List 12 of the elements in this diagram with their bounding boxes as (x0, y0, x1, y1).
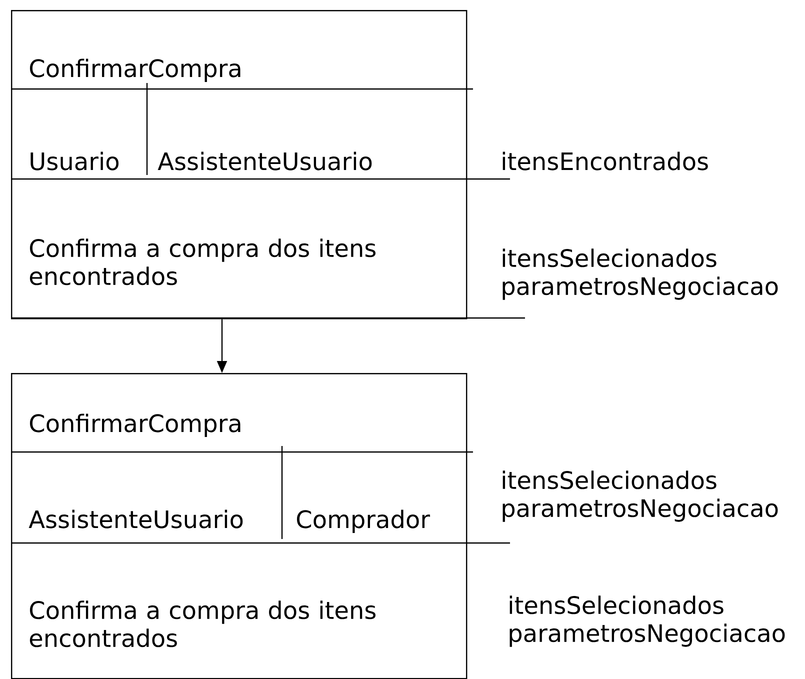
actor-label: AssistenteUsuario (158, 152, 372, 170)
description-text: Confirma a compra dos itens encontrados (30, 600, 376, 648)
box-title: ConfirmarCompra (30, 58, 240, 82)
side-note: itensSelecionados parametrosNegociacao (502, 248, 778, 300)
description-text: Confirma a compra dos itens encontrados (30, 238, 376, 286)
actor-label: AssistenteUsuario (28, 510, 243, 528)
box-title: ConfirmarCompra (30, 414, 240, 437)
side-note: itensSelecionados parametrosNegociacao (510, 596, 785, 647)
actor-label: Usuario (30, 152, 118, 170)
side-note: itensSelecionados parametrosNegociacao (502, 470, 778, 522)
actor-label: Comprador (296, 510, 430, 533)
side-note: itensEncontrados (502, 152, 708, 170)
